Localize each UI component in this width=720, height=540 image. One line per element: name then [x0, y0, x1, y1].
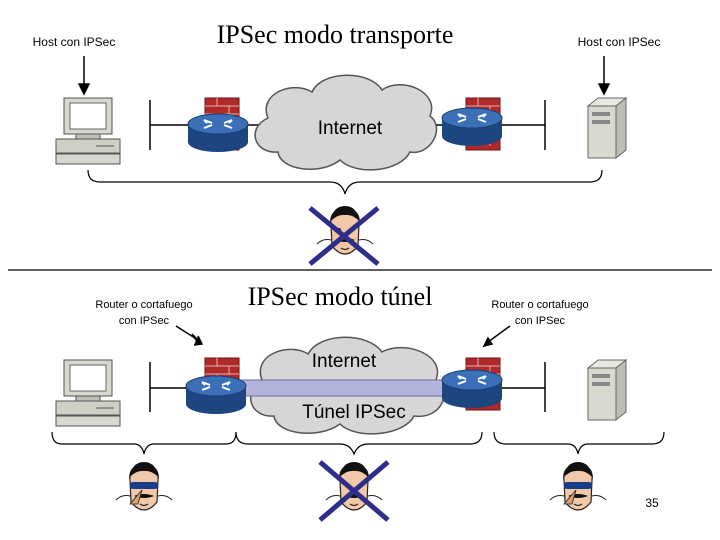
top-right-router [441, 107, 503, 147]
top-right-arrow [597, 56, 611, 96]
bottom-center-attacker-cross [318, 460, 390, 522]
top-left-router [187, 113, 249, 153]
top-left-pc [55, 97, 121, 165]
top-attacker-cross [308, 206, 380, 266]
bottom-cloud-label: Internet [312, 351, 377, 372]
bottom-left-arrow [175, 325, 204, 346]
top-title: IPSec modo transporte [217, 20, 454, 49]
bottom-left-label-line1: Router o cortafuego [95, 299, 192, 311]
bottom-right-server [587, 359, 627, 421]
bottom-right-label-line2: con IPSec [515, 315, 566, 327]
bottom-center-attacker-face [325, 461, 383, 511]
ipsec-tunnel [221, 379, 471, 397]
bottom-right-attacker-face [550, 462, 606, 510]
top-section: IPSec modo transporte Host con IPSec Hos… [33, 20, 661, 266]
top-cloud-label: Internet [318, 118, 383, 139]
top-left-arrow [77, 56, 91, 96]
bottom-right-label-line1: Router o cortafuego [491, 299, 588, 311]
bottom-left-router [185, 375, 247, 415]
page-number: 35 [645, 496, 659, 510]
bottom-left-pc [55, 359, 121, 427]
tunnel-label: Túnel IPSec [302, 402, 406, 423]
bottom-left-attacker-face [116, 462, 172, 510]
bottom-right-brace [493, 431, 665, 455]
bottom-left-label-line2: con IPSec [119, 315, 170, 327]
bottom-right-arrow [482, 325, 511, 348]
top-brace [87, 169, 603, 195]
bottom-title: IPSec modo túnel [248, 282, 433, 311]
top-right-host-label: Host con IPSec [578, 35, 661, 49]
bottom-section: IPSec modo túnel Router o cortafuego con… [51, 282, 665, 522]
top-right-server [587, 97, 627, 159]
top-left-host-label: Host con IPSec [33, 35, 116, 49]
top-attacker-face [316, 205, 374, 255]
bottom-right-router [441, 369, 503, 409]
top-internet-cloud [254, 74, 438, 171]
bottom-left-brace [51, 431, 237, 455]
bottom-center-brace [235, 431, 483, 456]
